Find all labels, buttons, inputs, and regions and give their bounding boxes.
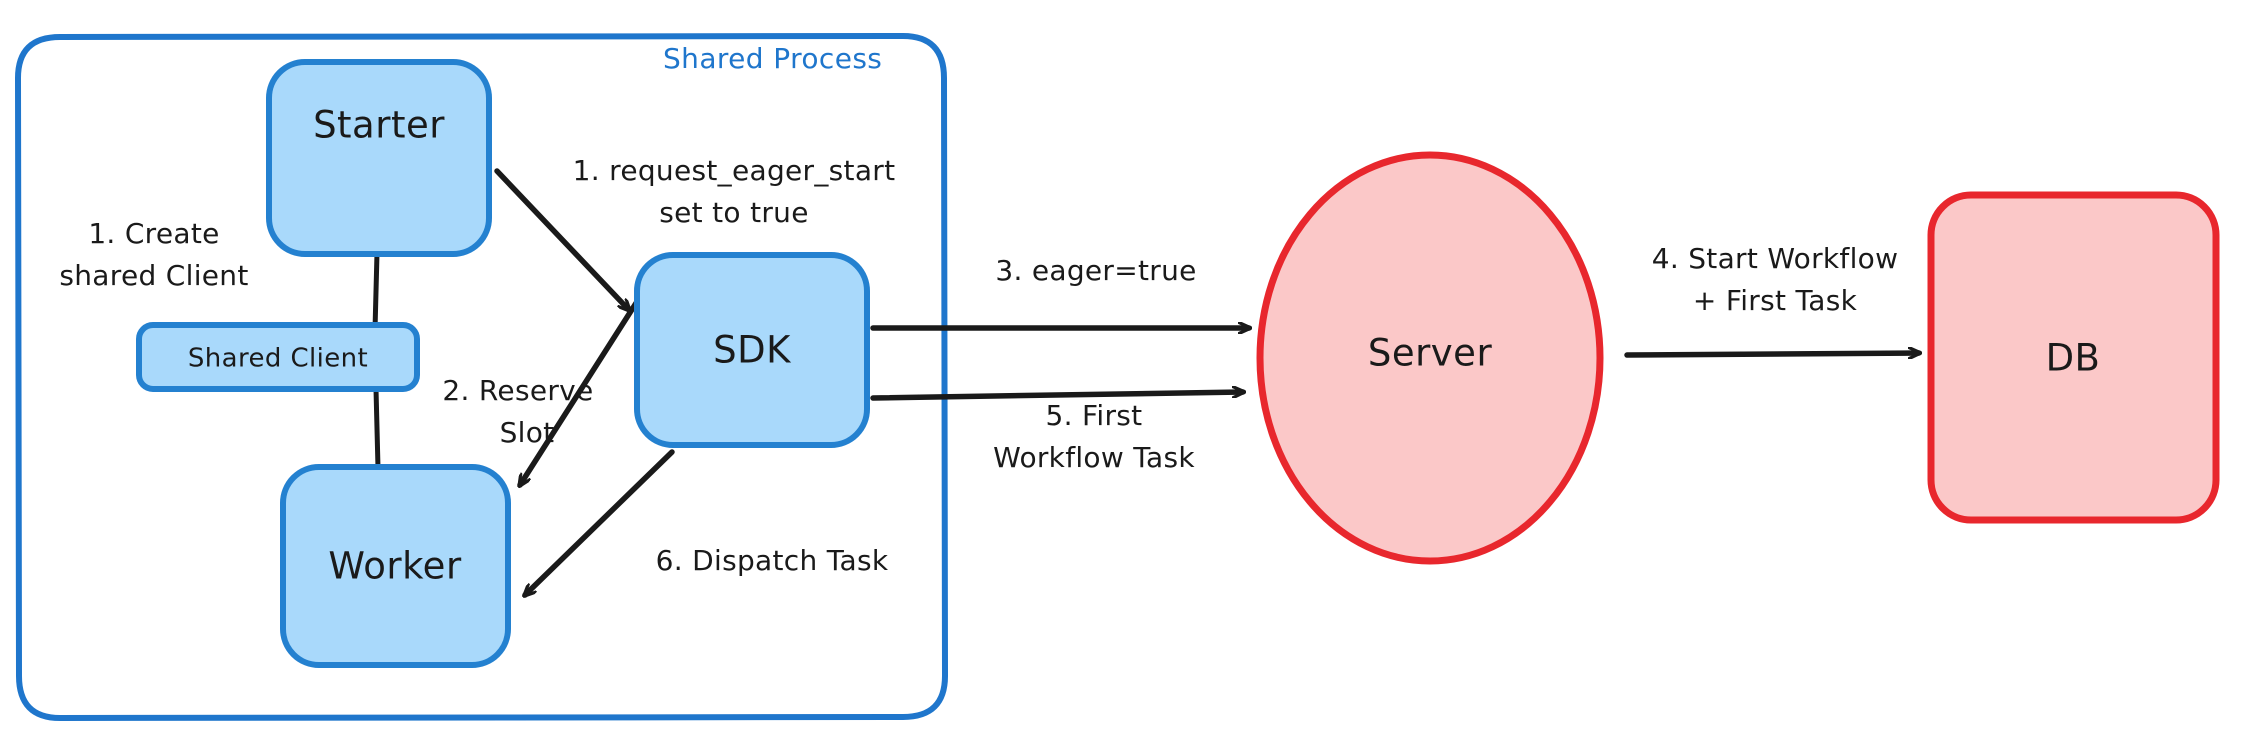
node-worker[interactable]: Worker [280, 464, 511, 668]
edge-sdk-to-worker-reserve-slot [517, 297, 641, 485]
edge-line [1624, 353, 1919, 355]
edge-label-line-2: Slot [500, 416, 555, 449]
node-starter[interactable]: Starter [266, 59, 492, 257]
edge-line [372, 250, 380, 333]
edge-label-start-workflow: 4. Start Workflow + First Task [1652, 242, 1899, 317]
node-db-shape [1927, 191, 2220, 524]
edge-label-reserve-slot: 2. Reserve Slot [442, 374, 593, 449]
shared-process-group: Shared Process [14, 32, 949, 722]
node-worker-label: Worker [328, 545, 462, 588]
edge-line [870, 392, 1243, 401]
node-starter-shape [266, 59, 492, 257]
node-server[interactable]: Server [1256, 151, 1604, 565]
node-server-shape [1256, 151, 1604, 565]
edge-label-line-2: shared Client [59, 259, 248, 292]
edge-line [525, 449, 675, 595]
edge-label-create-shared-client: 1. Create shared Client [59, 217, 248, 292]
edge-starter-to-shared-client [372, 250, 380, 333]
node-sdk-shape [634, 252, 870, 448]
edge-label-request-eager-start: 1. request_eager_start set to true [573, 154, 896, 229]
edge-label-line-1: 2. Reserve [442, 374, 593, 407]
node-db-label: DB [2046, 337, 2101, 380]
edge-label-line-1: 1. request_eager_start [573, 154, 896, 187]
edge-line [373, 386, 381, 471]
node-shared-client[interactable]: Shared Client [136, 322, 420, 392]
edge-sdk-to-server-first-task [870, 392, 1243, 401]
edge-label-line-2: Workflow Task [993, 441, 1195, 474]
node-sdk-label: SDK [713, 329, 792, 372]
edge-label-line-1: 5. First [1046, 399, 1143, 432]
node-sdk[interactable]: SDK [634, 252, 870, 448]
edge-label-line-1: 4. Start Workflow [1652, 242, 1899, 275]
node-starter-label: Starter [313, 104, 445, 147]
edge-label-dispatch-task: 6. Dispatch Task [656, 544, 889, 577]
edge-starter-to-sdk [494, 168, 629, 310]
edge-line [494, 168, 629, 310]
node-worker-shape [280, 464, 511, 668]
edge-label-line-2: + First Task [1693, 284, 1858, 317]
edge-label-first-workflow-task: 5. First Workflow Task [993, 399, 1195, 474]
edge-label-line-1: 3. eager=true [995, 254, 1196, 287]
shared-process-border [14, 32, 949, 722]
node-db[interactable]: DB [1927, 191, 2220, 524]
edge-label-line-2: set to true [659, 196, 808, 229]
node-server-label: Server [1368, 332, 1493, 375]
edge-shared-client-to-worker [373, 386, 381, 471]
edge-label-eager-true: 3. eager=true [995, 254, 1196, 287]
edge-sdk-to-worker-dispatch-task [525, 449, 675, 595]
edge-label-line-1: 6. Dispatch Task [656, 544, 889, 577]
edge-server-to-db [1624, 353, 1919, 355]
edge-line [517, 297, 641, 485]
edge-label-line-1: 1. Create [88, 217, 219, 250]
node-shared-client-shape [136, 322, 420, 392]
shared-process-label: Shared Process [663, 42, 882, 75]
node-shared-client-label: Shared Client [188, 344, 368, 374]
